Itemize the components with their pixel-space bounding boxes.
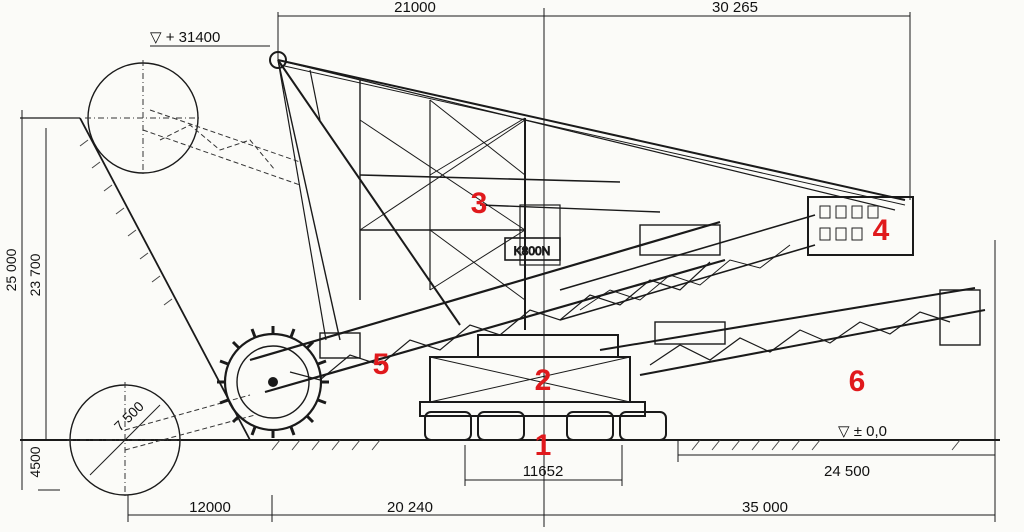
ground — [20, 439, 1000, 451]
dim-21000: 21000 — [394, 0, 436, 16]
bucket-wheel — [217, 326, 329, 438]
excavation-slope — [20, 117, 251, 441]
conveyor-bridge — [599, 287, 986, 376]
dimension-lines — [21, 8, 996, 527]
upper-wheel-position — [85, 60, 301, 186]
marker-4: 4 — [873, 214, 890, 247]
superstructure: K800N — [429, 237, 631, 403]
crawler-tracks — [419, 401, 667, 441]
dim-12000: 12000 — [189, 499, 231, 516]
dim-11652: 11652 — [523, 463, 564, 480]
dim-30265: 30 265 — [712, 0, 758, 16]
pylon-structure — [277, 59, 906, 341]
dim-20240: 20 240 — [387, 499, 433, 516]
machine-label: K800N — [514, 244, 551, 258]
dim-4500: 4500 — [27, 446, 43, 477]
ground-level: ▽ ± 0,0 — [838, 423, 887, 440]
marker-3: 3 — [471, 187, 488, 220]
marker-6: 6 — [849, 365, 866, 398]
dim-24500: 24 500 — [824, 463, 870, 480]
counterweight-house — [807, 196, 914, 256]
dim-25000: 25 000 — [3, 248, 19, 291]
marker-1: 1 — [535, 429, 552, 462]
marker-5: 5 — [373, 348, 390, 381]
dim-23700: 23 700 — [27, 253, 43, 296]
marker-2: 2 — [535, 364, 552, 397]
elevation-top: ▽ + 31400 — [150, 29, 220, 46]
dim-35000: 35 000 — [742, 499, 788, 516]
bucket-wheel-boom — [249, 220, 726, 394]
